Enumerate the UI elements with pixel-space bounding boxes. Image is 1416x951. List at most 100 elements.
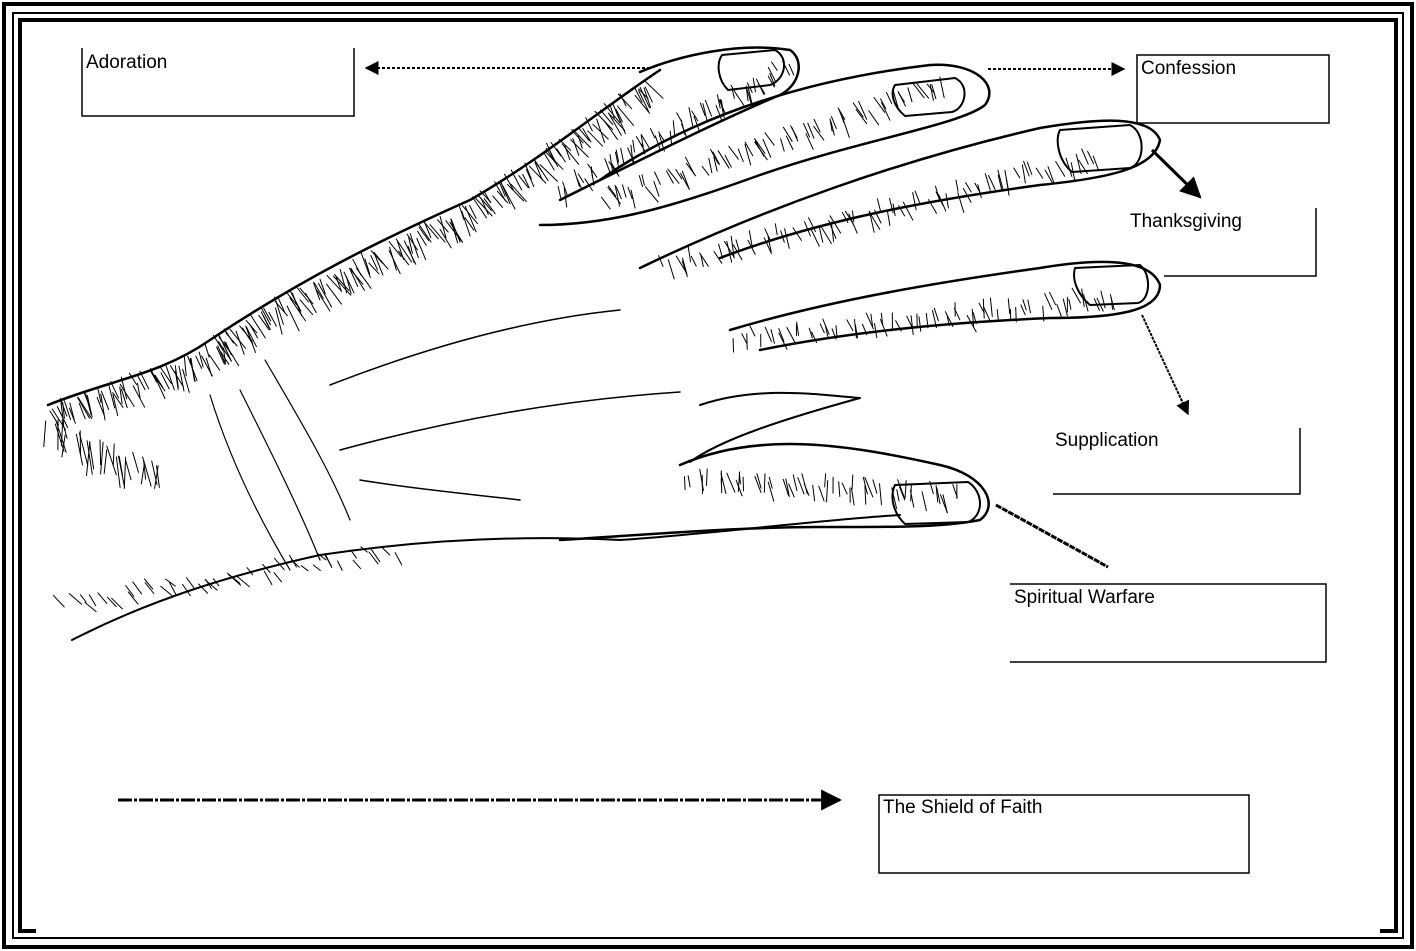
hatch-stroke: [188, 356, 197, 381]
hatch-stroke: [842, 483, 847, 494]
knuckle-line-2: [340, 392, 680, 450]
hatch-stroke: [789, 64, 794, 75]
hatch-stroke: [688, 476, 690, 487]
hatch-stroke: [107, 446, 117, 475]
hatch-stroke: [187, 578, 194, 588]
hatch-stroke: [397, 241, 403, 259]
hatch-stroke: [880, 484, 882, 505]
hatch-stroke: [651, 129, 655, 138]
hatch-stroke: [128, 592, 138, 604]
nail-middle: [893, 78, 965, 116]
hatch-stroke: [775, 224, 777, 235]
hatch-stroke: [787, 328, 796, 344]
hatch-stroke: [90, 443, 94, 469]
hatch-stroke: [306, 293, 317, 312]
hatch-stroke: [804, 484, 809, 496]
hatch-stroke: [382, 548, 390, 556]
hatch-stroke: [325, 554, 332, 568]
hatch-stroke: [642, 175, 644, 186]
hatch-stroke: [727, 473, 735, 492]
hatch-stroke: [230, 329, 246, 348]
knuckle-line-3: [360, 480, 520, 500]
nail-ring: [1058, 125, 1142, 172]
finger-little: [730, 262, 1160, 350]
hatch-stroke: [789, 484, 795, 497]
hatch-stroke: [843, 117, 850, 137]
hatch-stroke: [877, 199, 880, 212]
hatch-stroke: [69, 594, 81, 605]
hatch-stroke: [588, 131, 603, 146]
hatch-stroke: [371, 255, 378, 270]
hatch-stroke: [898, 480, 905, 497]
hatch-stroke: [934, 308, 938, 320]
hatch-stroke: [900, 487, 905, 500]
vein-line-3: [265, 360, 350, 520]
hatch-stroke: [301, 566, 308, 571]
hatch-stroke: [353, 560, 361, 568]
hatch-stroke: [511, 184, 526, 201]
finger-middle: [540, 65, 989, 225]
hatch-stroke: [113, 444, 114, 465]
knuckle-line-1: [330, 310, 620, 385]
hatch-stroke: [104, 450, 107, 473]
hatch-stroke: [578, 174, 583, 183]
hatch-stroke: [908, 88, 912, 102]
hatch-stroke: [209, 355, 219, 370]
hatch-stroke: [274, 573, 282, 582]
hatch-stroke: [184, 355, 186, 375]
hatch-stroke: [623, 185, 627, 197]
hatch-stroke: [44, 421, 46, 447]
hatch-stroke: [781, 139, 785, 151]
hatch-stroke: [839, 482, 840, 497]
hatch-stroke: [793, 475, 797, 491]
hatch-stroke: [729, 146, 739, 159]
hatch-stroke: [608, 186, 615, 196]
hatch-stroke: [765, 229, 771, 241]
hatch-stroke: [655, 172, 661, 184]
hatch-stroke: [905, 481, 906, 499]
hatch-stroke: [1050, 292, 1056, 304]
hatch-stroke: [681, 174, 690, 190]
hatch-stroke: [705, 100, 711, 116]
hatch-stroke: [911, 484, 912, 501]
hatch-stroke: [913, 193, 916, 210]
hatch-stroke: [81, 595, 87, 602]
label-confession: Confession: [1141, 58, 1236, 79]
vein-line-2: [240, 390, 320, 560]
wrist-outline: [48, 70, 660, 405]
hatch-stroke: [654, 181, 659, 196]
hatch-stroke: [141, 465, 144, 484]
hatch-stroke: [882, 103, 890, 121]
hatch-stroke: [152, 372, 165, 391]
hatch-stroke: [1069, 300, 1071, 310]
hatch-stroke: [1008, 299, 1009, 314]
hatch-stroke: [765, 133, 774, 145]
hatch-stroke: [119, 457, 122, 476]
hatch-stroke: [205, 343, 209, 357]
hatch-stroke: [997, 310, 998, 320]
hatch-stroke: [990, 298, 992, 317]
hatch-stroke: [639, 176, 642, 187]
hatch-stroke: [689, 108, 693, 126]
hatch-stroke: [1021, 305, 1025, 315]
vein-line-1: [210, 395, 290, 570]
hatch-stroke: [133, 452, 139, 472]
hatch-stroke: [853, 211, 854, 222]
label-supplication: Supplication: [1055, 430, 1159, 451]
hatch-stroke: [264, 571, 272, 584]
hatch-stroke: [124, 457, 125, 488]
hatch-stroke: [583, 129, 591, 142]
hatch-stroke: [685, 477, 686, 490]
hatch-stroke: [869, 111, 879, 125]
hatch-stroke: [154, 375, 165, 398]
hatch-stroke: [838, 108, 845, 119]
hatch-stroke: [369, 263, 379, 274]
hatch-stroke: [250, 314, 265, 338]
hatch-stroke: [1006, 179, 1009, 196]
hatch-stroke: [602, 197, 611, 209]
hatch-stroke: [666, 171, 673, 183]
hatch-stroke: [716, 105, 722, 120]
hatch-stroke: [709, 158, 712, 173]
hatch-stroke: [1024, 161, 1030, 176]
